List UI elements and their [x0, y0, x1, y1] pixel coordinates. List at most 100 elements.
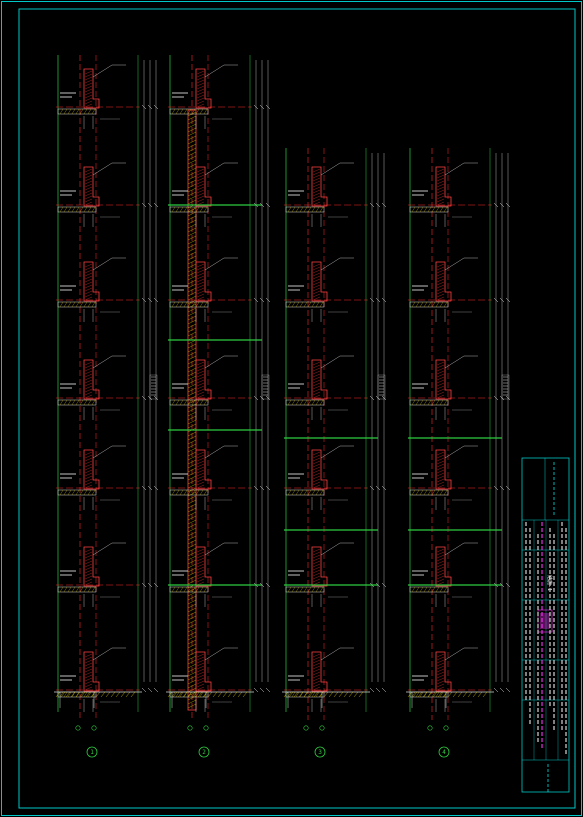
- beam-hatch: [196, 475, 205, 480]
- beam-hatch: [436, 575, 445, 580]
- leader-line: [92, 257, 113, 271]
- detail-callout-circle: [86, 746, 98, 758]
- slab-hatch: [307, 399, 312, 406]
- dimension-tick: [499, 485, 505, 491]
- ground-hatch: [472, 691, 478, 698]
- beam-hatch: [436, 168, 445, 173]
- beam-hatch: [436, 674, 445, 679]
- wall-hatch: [187, 587, 197, 593]
- slab-hatch: [303, 399, 308, 406]
- slab-hatch: [307, 489, 312, 496]
- ground-hatch: [212, 691, 218, 698]
- beam-hatch: [436, 548, 445, 553]
- beam-hatch: [312, 275, 321, 280]
- beam-hatch: [312, 481, 321, 486]
- slab-hatch: [79, 489, 84, 496]
- beam-hatch: [196, 91, 205, 96]
- slab-hatch: [199, 108, 204, 115]
- ground-hatch: [482, 691, 488, 698]
- ground-hatch: [343, 691, 349, 698]
- beam-hatch: [196, 575, 205, 580]
- wall-hatch: [187, 243, 197, 249]
- beam-hatch: [436, 686, 445, 691]
- beam-profile: [435, 166, 452, 207]
- wall-hatch: [187, 435, 197, 441]
- wall-hatch: [187, 631, 197, 637]
- slab-hatch: [171, 301, 176, 308]
- slab-hatch: [75, 301, 80, 308]
- wall-hatch: [187, 663, 197, 669]
- slab-hatch: [411, 586, 416, 593]
- title-text-strokes: [525, 462, 567, 792]
- wall-hatch: [187, 183, 197, 189]
- beam-hatch: [436, 171, 445, 176]
- beam-profile: [311, 651, 328, 692]
- detail-callout-number: 1: [90, 749, 94, 756]
- slab-hatch: [307, 206, 312, 213]
- beam-hatch: [196, 460, 205, 465]
- wall-hatch: [187, 447, 197, 453]
- slab-hatch: [303, 206, 308, 213]
- floor-level: [56, 257, 140, 322]
- ground-hatch: [288, 691, 294, 698]
- slab-hatch: [411, 489, 416, 496]
- wall-hatch: [187, 615, 197, 621]
- beam-profile: [195, 546, 212, 587]
- wall-hatch: [187, 155, 197, 161]
- slab-hatch: [75, 489, 80, 496]
- slab-hatch: [315, 301, 320, 308]
- leader-line: [320, 647, 341, 661]
- slab-hatch: [183, 399, 188, 406]
- beam-hatch: [84, 578, 93, 583]
- floor-slab: [285, 586, 325, 593]
- wall-hatch: [187, 403, 197, 409]
- dimension-tick: [493, 687, 499, 693]
- beam-hatch: [196, 554, 205, 559]
- slab-hatch: [439, 586, 444, 593]
- dimension-tick: [259, 104, 265, 110]
- slab-hatch: [299, 489, 304, 496]
- beam-profile: [83, 166, 100, 207]
- floor-level: [56, 355, 140, 420]
- slab-hatch: [419, 206, 424, 213]
- beam-hatch: [196, 653, 205, 658]
- slab-hatch: [411, 206, 416, 213]
- beam-hatch: [84, 680, 93, 685]
- beam-hatch: [436, 192, 445, 197]
- slab-hatch: [299, 206, 304, 213]
- beam-profile: [195, 68, 212, 109]
- beam-hatch: [196, 177, 205, 182]
- beam-hatch: [436, 671, 445, 676]
- beam-profile: [83, 546, 100, 587]
- wall-hatch: [187, 191, 197, 197]
- slab-hatch: [203, 399, 208, 406]
- beam-hatch: [84, 88, 93, 93]
- wall-hatch: [187, 215, 197, 221]
- ground-hatch: [303, 691, 309, 698]
- wall-hatch: [187, 667, 197, 673]
- wall-hatch: [187, 603, 197, 609]
- beam-hatch: [84, 171, 93, 176]
- beam-hatch: [312, 478, 321, 483]
- dimension-tick: [265, 687, 271, 693]
- slab-hatch: [299, 586, 304, 593]
- ground-hatch: [417, 691, 423, 698]
- ground-hatch: [207, 691, 213, 698]
- beam-hatch: [312, 269, 321, 274]
- slab-hatch: [427, 206, 432, 213]
- dimension-tick: [505, 395, 511, 401]
- beam-hatch: [436, 475, 445, 480]
- beam-hatch: [312, 656, 321, 661]
- dimension-tick: [253, 104, 259, 110]
- ground-hatch: [182, 691, 188, 698]
- dimension-tick: [493, 395, 499, 401]
- beam-hatch: [84, 180, 93, 185]
- beam-hatch: [196, 478, 205, 483]
- beam-hatch: [84, 460, 93, 465]
- slab-hatch: [319, 206, 324, 213]
- floor-slab: [409, 206, 449, 213]
- beam-hatch: [196, 385, 205, 390]
- wall-hatch: [187, 423, 197, 429]
- slab-hatch: [171, 489, 176, 496]
- dimension-tick: [147, 202, 153, 208]
